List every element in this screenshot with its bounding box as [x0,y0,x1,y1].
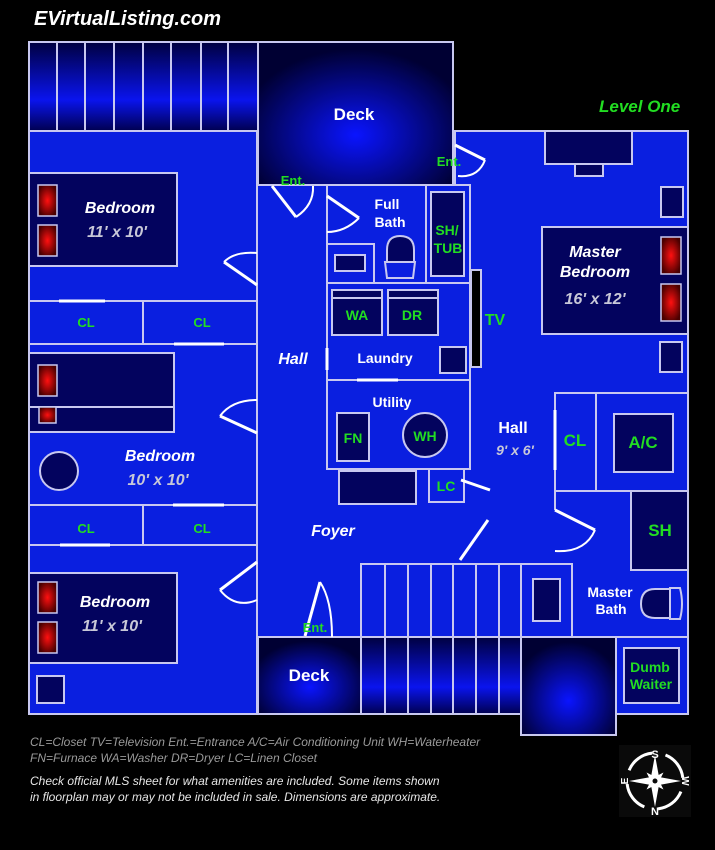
compass-icon: S N E W [619,745,691,818]
label-entrance-bottom: Ent. [303,620,328,635]
nightstand-master-top [660,186,684,218]
toilet-master-bath [639,588,671,619]
label-deck-top: Deck [334,105,375,124]
label-dryer: DR [402,307,422,323]
toilet-full-bath [386,234,415,263]
closet-1 [28,300,144,345]
site-title: EVirtualListing.com [34,8,222,30]
label-bedroom-2-dims: 10' x 10' [128,472,190,489]
nightstand [36,675,65,704]
label-washer: WA [346,307,369,323]
label-bedroom-2: Bedroom [125,448,195,465]
stairs-bottom [360,563,522,638]
label-bedroom-3-dims: 11' x 10' [82,618,143,635]
label-utility: Utility [373,394,412,410]
sink [334,254,366,272]
label-closet-3: CL [77,521,94,536]
dresser-top [544,130,633,165]
label-master-bedroom-2: Bedroom [560,264,630,281]
label-master-bath-1: Master [587,584,633,600]
storage [338,470,417,505]
closet-2 [142,300,258,345]
round-table [39,451,79,491]
compass-label-left: E [620,777,631,784]
label-dumb-waiter-2: Waiter [630,676,673,692]
compass-label-right: W [679,776,690,786]
label-deck-bottom: Deck [289,666,330,685]
stair-steps-top [56,42,229,131]
label-bedroom-1-dims: 11' x 10' [87,224,148,241]
label-hall-right-dims: 9' x 6' [496,442,534,458]
label-hall-right: Hall [498,420,527,437]
shower-master [630,490,689,571]
label-ac: A/C [628,433,657,452]
legend-line-2: FN=Furnace WA=Washer DR=Dryer LC=Linen C… [30,751,318,765]
label-shower-tub-1: SH/ [435,222,458,238]
label-closet-2: CL [193,315,210,330]
label-laundry: Laundry [357,350,412,366]
closet-3 [28,504,144,546]
label-full-bath-1: Full [375,196,400,212]
tv [470,269,482,368]
cabinet [532,578,561,622]
stair-landing-bottom [520,636,617,736]
compass-label-top: S [651,749,658,761]
heaters [37,184,682,654]
label-closet-right: CL [564,431,587,450]
linen-closet [428,468,465,503]
label-closet-1: CL [77,315,94,330]
label-water-heater: WH [413,428,436,444]
compass-label-bottom: N [651,806,659,818]
label-closet-4: CL [193,521,210,536]
laundry-sink [439,346,467,374]
label-hall-left: Hall [278,351,308,368]
ac-unit [613,413,674,473]
label-tv: TV [485,312,506,329]
label-dumb-waiter-1: Dumb [630,659,670,675]
disclaimer: Check official MLS sheet for what amenit… [30,773,440,805]
label-entrance-top-left: Ent. [281,173,306,188]
water-heater [402,412,448,458]
label-master-bedroom-1: Master [569,244,621,261]
door-swings [59,143,596,638]
furnace [336,412,370,462]
label-entrance-top-right: Ent. [437,154,462,169]
nightstand-master-bottom [659,341,683,373]
shower-tub [430,191,465,277]
label-bedroom-1: Bedroom [85,200,155,217]
legend-line-1: CL=Closet TV=Television Ent.=Entrance A/… [30,735,481,749]
label-full-bath-2: Bath [374,214,405,230]
closet-right [554,392,597,492]
abbreviation-legend: CL=Closet TV=Television Ent.=Entrance A/… [30,734,480,766]
label-master-bedroom-dims: 16' x 12' [565,291,627,308]
label-shower: SH [648,521,672,540]
label-bedroom-3: Bedroom [80,594,150,611]
dumb-waiter [623,647,680,704]
label-foyer: Foyer [311,523,355,540]
deck-bottom [257,636,362,715]
disclaimer-line-1: Check official MLS sheet for what amenit… [30,774,440,788]
closet-4 [142,504,258,546]
label-shower-tub-2: TUB [434,240,463,256]
label-furnace: FN [344,430,363,446]
level-title: Level One [599,97,681,116]
label-linen-closet: LC [437,478,456,494]
disclaimer-line-2: in floorplan may or may not be included … [30,790,441,804]
label-master-bath-2: Bath [595,601,626,617]
